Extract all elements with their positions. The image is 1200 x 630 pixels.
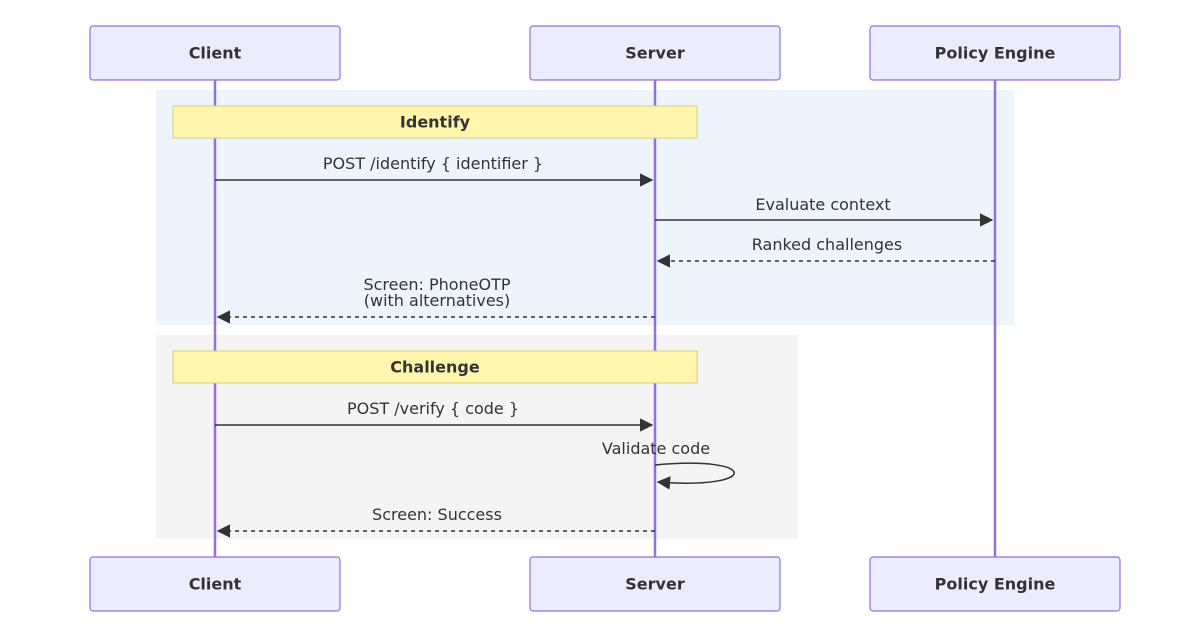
actor-label: Client [189, 44, 242, 63]
actor-client-top[interactable]: Client [89, 25, 341, 81]
self-loop-arrow [654, 462, 735, 490]
message-post-verify: POST /verify { code } [215, 399, 654, 432]
challenge-note: Challenge [172, 350, 698, 384]
identify-note: Identify [172, 105, 698, 139]
note-label: Challenge [390, 358, 480, 377]
message-ranked-challenges: Ranked challenges [656, 235, 995, 268]
message-label: Screen: Success [372, 505, 502, 524]
message-label-line2: (with alternatives) [364, 291, 511, 310]
actor-policy-engine-bottom[interactable]: Policy Engine [869, 556, 1121, 612]
message-validate-code: Validate code [602, 439, 735, 490]
message-label: POST /identify { identifier } [323, 154, 543, 173]
message-evaluate-context: Evaluate context [655, 195, 994, 227]
message-label: Evaluate context [755, 195, 890, 214]
message-screen-phoneotp: Screen: PhoneOTP (with alternatives) [216, 275, 655, 324]
message-label: POST /verify { code } [347, 399, 519, 418]
actor-label: Policy Engine [935, 44, 1056, 63]
message-label: Ranked challenges [752, 235, 902, 254]
actor-label: Client [189, 575, 242, 594]
actor-label: Server [625, 44, 685, 63]
actor-server-top[interactable]: Server [529, 25, 781, 81]
actor-label: Server [625, 575, 685, 594]
message-post-identify: POST /identify { identifier } [215, 154, 654, 187]
note-label: Identify [400, 113, 471, 132]
actor-policy-engine-top[interactable]: Policy Engine [869, 25, 1121, 81]
message-label: Screen: PhoneOTP [363, 275, 510, 294]
actor-label: Policy Engine [935, 575, 1056, 594]
message-screen-success: Screen: Success [216, 505, 655, 538]
actor-client-bottom[interactable]: Client [89, 556, 341, 612]
actor-server-bottom[interactable]: Server [529, 556, 781, 612]
message-label: Validate code [602, 439, 710, 458]
